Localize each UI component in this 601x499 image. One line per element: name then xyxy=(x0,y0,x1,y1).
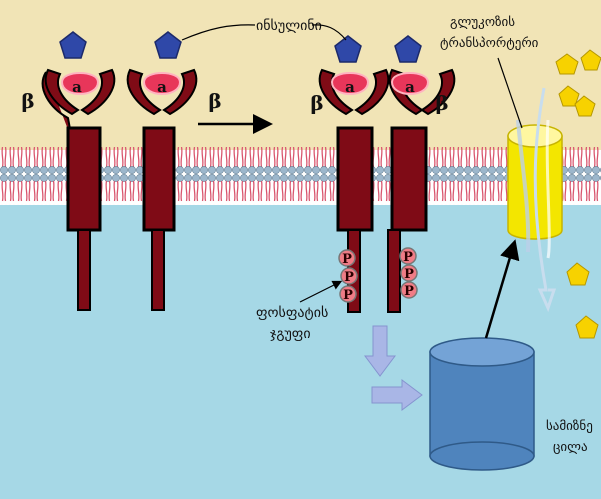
target-protein-cylinder xyxy=(430,338,534,470)
alpha-label-1: a xyxy=(72,78,82,96)
beta-label: β xyxy=(21,89,34,113)
alpha-label-4: a xyxy=(405,78,415,96)
phosphate-groups-right: P P P xyxy=(400,248,417,299)
glucose-transporter-label-line1: გლუკოზის xyxy=(450,15,515,30)
beta-label: β xyxy=(435,91,448,115)
svg-text:P: P xyxy=(342,252,352,267)
svg-text:P: P xyxy=(344,270,354,285)
alpha-label-3: a xyxy=(345,78,355,96)
target-protein-label-line1: სამიზნე xyxy=(546,419,593,434)
phosphate-groups-left: P P P xyxy=(339,250,357,303)
beta-label: β xyxy=(310,91,323,115)
svg-text:P: P xyxy=(404,284,414,299)
alpha-label-2: a xyxy=(157,78,167,96)
svg-text:P: P xyxy=(403,250,413,265)
insulin-label: ინსულინი xyxy=(256,18,322,34)
svg-text:P: P xyxy=(343,288,353,303)
phosphate-group-label-line1: ფოსფატის xyxy=(256,305,328,321)
svg-text:P: P xyxy=(404,267,414,282)
target-protein-label-line2: ცილა xyxy=(553,440,588,455)
glucose-transporter-label-line2: ტრანსპორტერი xyxy=(440,36,539,51)
beta-label: β xyxy=(208,89,221,113)
phosphate-group-label-line2: ჯგუფი xyxy=(270,326,311,342)
